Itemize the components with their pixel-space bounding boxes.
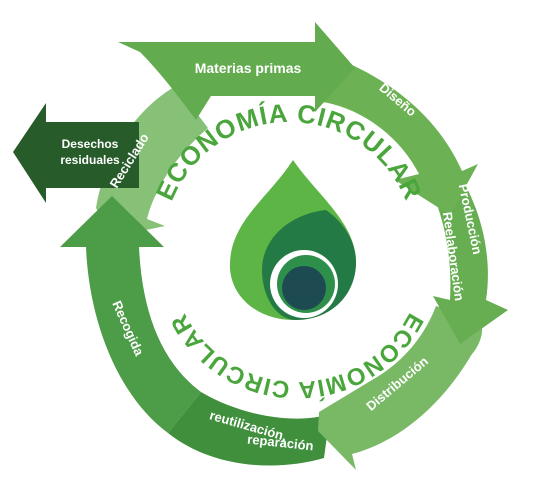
reciclado-arrow — [96, 86, 208, 237]
desechos-label-line2: residuales — [60, 153, 120, 167]
reparacion-label: reparación — [247, 432, 315, 454]
cycle-ring — [60, 22, 508, 470]
distribucion-arrow — [318, 306, 483, 470]
consumo-arrow — [168, 392, 330, 466]
desechos-label-line1: Desechos — [62, 137, 119, 151]
drop-logo — [229, 160, 356, 320]
drop-inner — [282, 266, 326, 310]
desechos-arrow — [13, 103, 139, 203]
materias-label: Materias primas — [195, 60, 302, 76]
recogida-arrow — [60, 196, 201, 433]
diseno-arrow — [323, 64, 478, 215]
materias-arrow — [118, 22, 355, 120]
